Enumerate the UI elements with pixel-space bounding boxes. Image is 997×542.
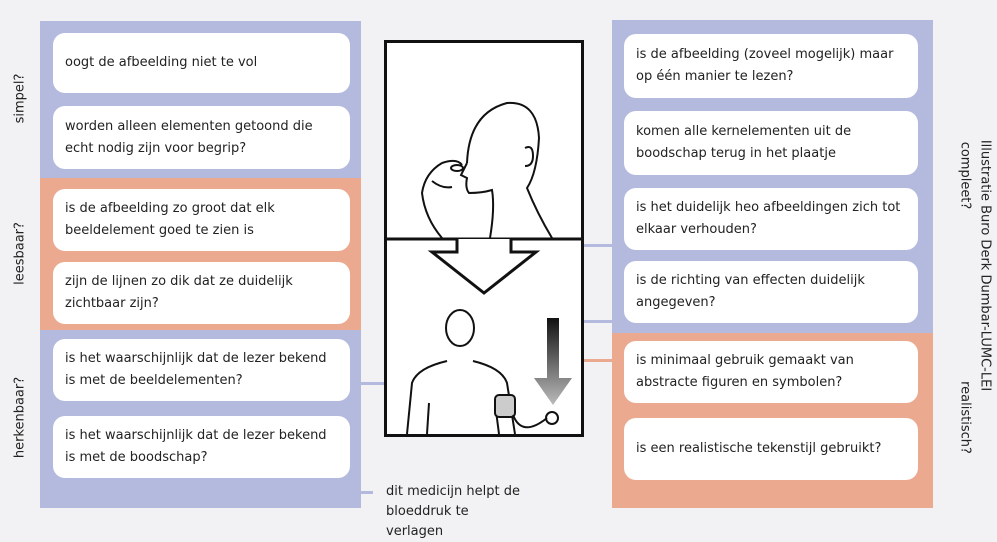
question-card: is minimaal gebruik gemaakt van abstract… xyxy=(624,341,918,403)
connector-line xyxy=(570,359,612,362)
label-simpel: simpel? xyxy=(12,73,28,124)
question-card: is het waarschijnlijk dat de lezer beken… xyxy=(53,416,350,478)
label-herkenbaar: herkenbaar? xyxy=(12,376,28,459)
question-card: is een realistische tekenstijl gebruikt? xyxy=(624,418,918,480)
question-card: worden alleen elementen getoond die echt… xyxy=(53,106,350,169)
question-card: is het waarschijnlijk dat de lezer beken… xyxy=(53,339,350,401)
illustration xyxy=(384,40,584,437)
illustration-drawing xyxy=(387,101,581,435)
credit: Illustratie Buro Derk Dumbar-LUMC-LEI xyxy=(977,139,993,392)
arrow-down-icon xyxy=(427,239,541,295)
question-card: zijn de lijnen zo dik dat ze duidelijk z… xyxy=(53,262,350,324)
man-blood-pressure-icon xyxy=(406,309,559,435)
man-taking-pill-icon xyxy=(420,101,553,239)
question-card: is de afbeelding (zoveel mogelijk) maar … xyxy=(624,34,918,98)
question-card: is het duidelijk heo afbeeldingen zich t… xyxy=(624,188,918,250)
decrease-arrow-icon xyxy=(534,318,572,405)
label-leesbaar: leesbaar? xyxy=(12,222,28,285)
question-card: is de afbeelding zo groot dat elk beelde… xyxy=(53,189,350,251)
connector-line xyxy=(570,320,612,323)
label-realistisch: realistisch? xyxy=(957,381,973,454)
caption: dit medicijn helpt de bloeddruk te verla… xyxy=(386,484,520,539)
question-card: is de richting van effecten duidelijk an… xyxy=(624,261,918,323)
label-compleet: compleet? xyxy=(957,141,973,210)
question-card: oogt de afbeelding niet te vol xyxy=(53,33,350,93)
connector-line xyxy=(361,491,373,494)
question-card: komen alle kernelementen uit de boodscha… xyxy=(624,111,918,175)
